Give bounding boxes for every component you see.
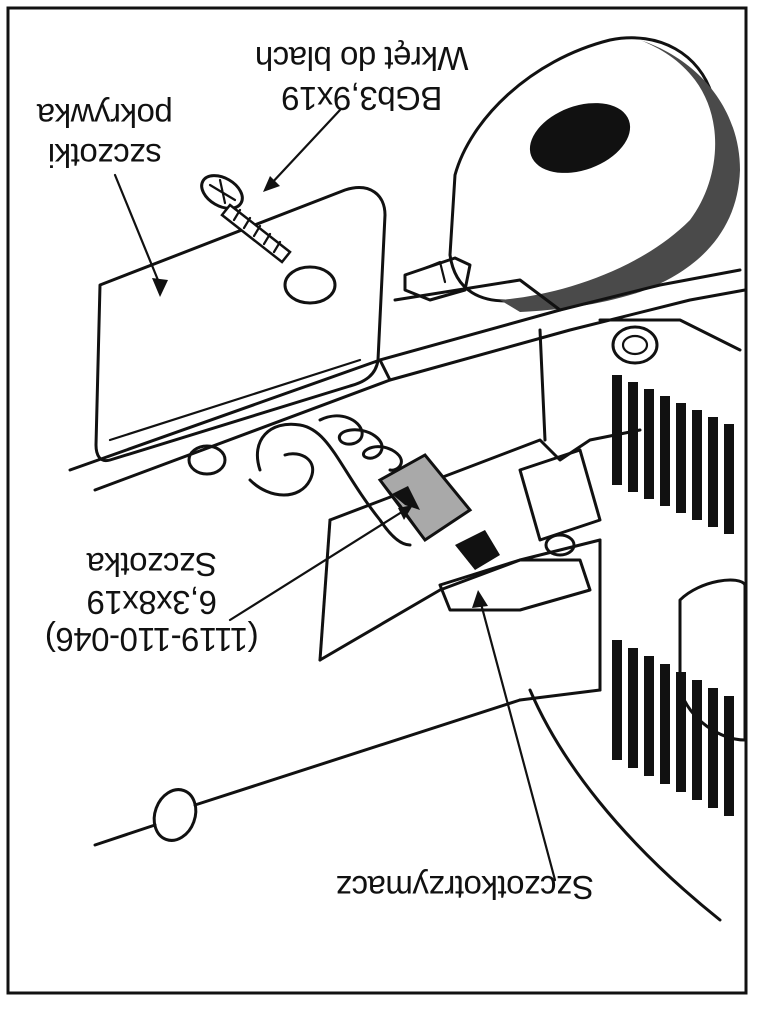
- motor-housing: [68, 268, 747, 922]
- label-brush: (1119-110-046) 6,3x8x19 Szczotka: [45, 546, 258, 658]
- brush-cover-line1: szczotki: [48, 137, 161, 174]
- label-brush-cover: szczotki pokrywka: [36, 97, 173, 174]
- brush-name: Szczotka: [86, 546, 217, 583]
- leader-lines: [113, 108, 557, 882]
- screw-name: Wkręt do blach: [255, 40, 468, 77]
- brush-cover-plate: [94, 186, 387, 463]
- vent-slots: [612, 375, 747, 816]
- pulley-disc: [448, 36, 740, 312]
- mount-boss: [611, 325, 659, 365]
- spring-icon: [318, 414, 403, 472]
- screw-spec: BGb3,9x19: [282, 80, 443, 117]
- brush-cover-line2: pokrywka: [36, 97, 173, 134]
- brush-holder: [438, 448, 602, 612]
- brush-part-number: (1119-110-046): [45, 621, 258, 658]
- screw-hole: [187, 444, 227, 476]
- label-brush-holder: Szczotkotrzymacz: [336, 869, 594, 906]
- carbon-brush-icon: [377, 453, 473, 543]
- housing-clip: [403, 256, 472, 302]
- carbon-brush-assembly: [248, 414, 473, 547]
- washer: [93, 698, 522, 847]
- brush-lead-wire: [255, 422, 412, 547]
- brush-holder-name: Szczotkotrzymacz: [336, 869, 594, 906]
- screw-icon: [200, 174, 292, 264]
- label-screw: BGb3,9x19 Wkręt do blach: [255, 40, 468, 117]
- brush-size: 6,3x8x19: [87, 584, 217, 621]
